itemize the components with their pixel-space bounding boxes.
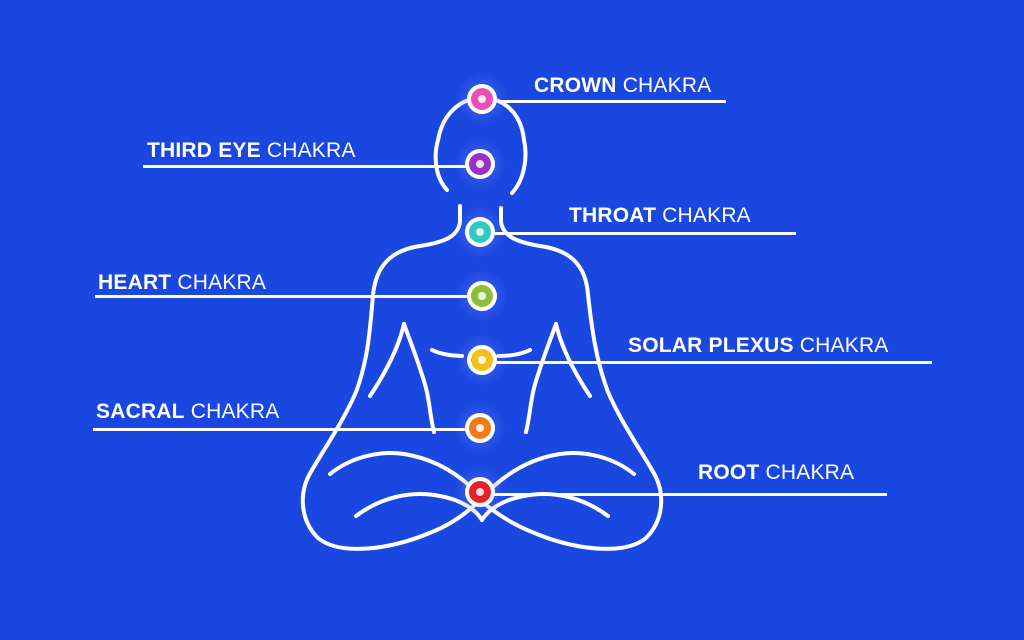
crown-chakra-label: CROWN CHAKRA [534, 74, 711, 98]
sacral-label-name: SACRAL [96, 400, 185, 423]
throat-chakra-label: THROAT CHAKRA [569, 204, 751, 228]
root-chakra-center [476, 488, 484, 496]
root-chakra-label: ROOT CHAKRA [698, 461, 854, 485]
crown-label-name: CROWN [534, 74, 617, 97]
sacral-chakra-center [476, 424, 484, 432]
heart-chakra-label: HEART CHAKRA [98, 271, 266, 295]
third-eye-label-name: THIRD EYE [147, 139, 261, 162]
heart-label-suffix: CHAKRA [171, 271, 267, 294]
sacral-label-suffix: CHAKRA [184, 400, 280, 423]
third-eye-leader-line [143, 165, 466, 168]
root-label-name: ROOT [698, 461, 760, 484]
third-eye-chakra-label: THIRD EYE CHAKRA [147, 139, 356, 163]
throat-chakra-center [476, 228, 484, 236]
sacral-chakra-label: SACRAL CHAKRA [96, 400, 279, 424]
crown-chakra-center [478, 95, 486, 103]
throat-label-suffix: CHAKRA [656, 204, 751, 227]
solar-plexus-chakra-center [478, 356, 486, 364]
solar-plexus-leader-line [496, 361, 932, 364]
solar-plexus-label-suffix: CHAKRA [793, 334, 889, 357]
root-leader-line [494, 493, 887, 496]
third-eye-chakra-center [476, 160, 484, 168]
solar-plexus-chakra-label: SOLAR PLEXUS CHAKRA [628, 334, 889, 358]
throat-label-name: THROAT [569, 204, 657, 227]
heart-label-name: HEART [98, 271, 172, 294]
sacral-leader-line [93, 428, 466, 431]
solar-plexus-label-name: SOLAR PLEXUS [628, 334, 794, 357]
third-eye-label-suffix: CHAKRA [260, 139, 356, 162]
crown-leader-line [498, 100, 726, 103]
root-label-suffix: CHAKRA [759, 461, 855, 484]
heart-leader-line [95, 295, 468, 298]
throat-leader-line [494, 232, 796, 235]
heart-chakra-center [478, 292, 486, 300]
crown-label-suffix: CHAKRA [616, 74, 712, 97]
